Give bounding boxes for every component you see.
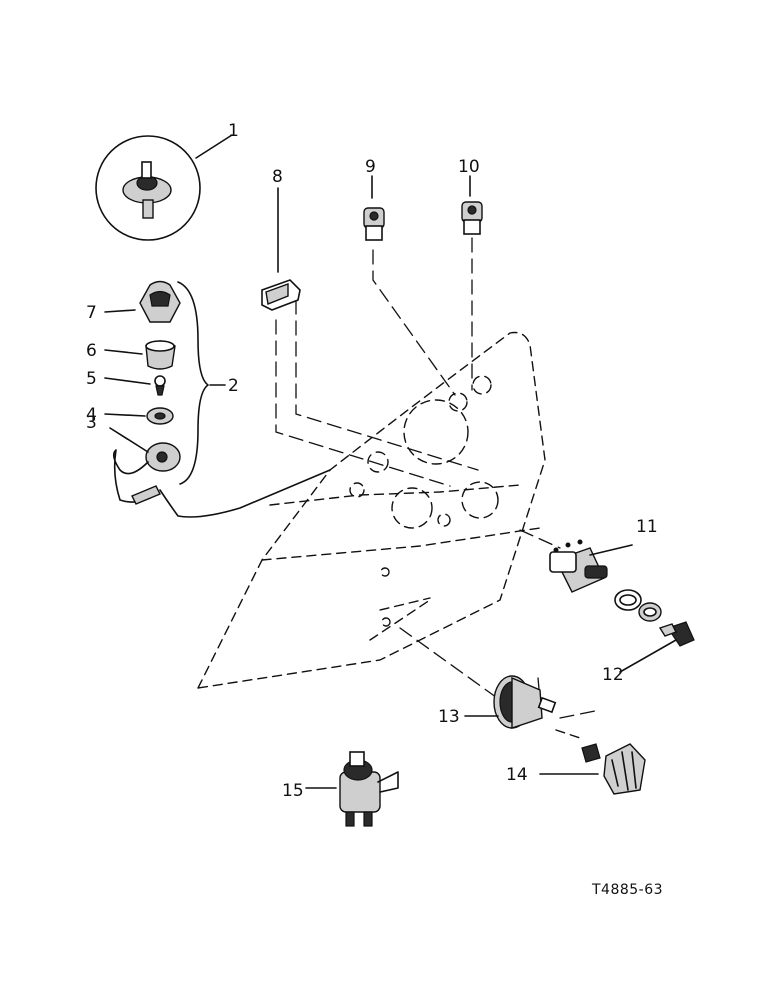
callout-12: 12 bbox=[602, 665, 624, 685]
part-8-bracket-clip bbox=[261, 187, 301, 311]
callout-5: 5 bbox=[86, 369, 97, 389]
panel-gauge-hole-large bbox=[403, 399, 469, 465]
panel-gauge-hole-lower bbox=[391, 487, 433, 529]
callout-7: 7 bbox=[86, 303, 97, 323]
part-4-grommet bbox=[104, 407, 174, 425]
callout-4: 4 bbox=[86, 405, 97, 425]
callout-14: 14 bbox=[506, 765, 528, 785]
callout-8: 8 bbox=[272, 167, 283, 187]
part-11-light-switch bbox=[549, 539, 662, 622]
callout-13: 13 bbox=[438, 707, 460, 727]
callout-3: 3 bbox=[86, 413, 97, 433]
part-7-lamp-cover bbox=[104, 280, 181, 323]
panel-lamp-hole-10 bbox=[472, 375, 492, 395]
callout-11: 11 bbox=[636, 517, 658, 537]
panel-lamp-hole-9 bbox=[448, 392, 468, 412]
callout-9: 9 bbox=[365, 157, 376, 177]
part-1-oil-pressure-sender bbox=[95, 134, 233, 241]
callout-2: 2 bbox=[228, 376, 239, 396]
part-3-lamp-socket bbox=[109, 427, 331, 518]
callout-6: 6 bbox=[86, 341, 97, 361]
assembly-lines bbox=[275, 237, 601, 739]
part-12-switch-knob bbox=[619, 621, 695, 673]
callout-10: 10 bbox=[458, 157, 480, 177]
callout-labels: 1 2 3 4 5 6 7 8 9 10 11 12 13 14 15 T488… bbox=[86, 121, 663, 898]
group-2-bracket bbox=[177, 281, 226, 485]
part-6-lens bbox=[104, 340, 176, 370]
part-14-starter-button bbox=[539, 743, 646, 795]
drawing-code: T4885-63 bbox=[591, 882, 663, 898]
part-13-gauge bbox=[464, 675, 557, 729]
callout-1: 1 bbox=[228, 121, 239, 141]
part-15-ignition-switch bbox=[305, 751, 399, 827]
part-5-bulb bbox=[104, 375, 166, 396]
callout-15: 15 bbox=[282, 781, 304, 801]
part-9-warning-lamp bbox=[363, 175, 385, 241]
instrument-panel-outline bbox=[196, 331, 546, 689]
part-10-warning-lamp bbox=[461, 175, 483, 235]
panel-gauge-hole-right bbox=[461, 481, 499, 519]
